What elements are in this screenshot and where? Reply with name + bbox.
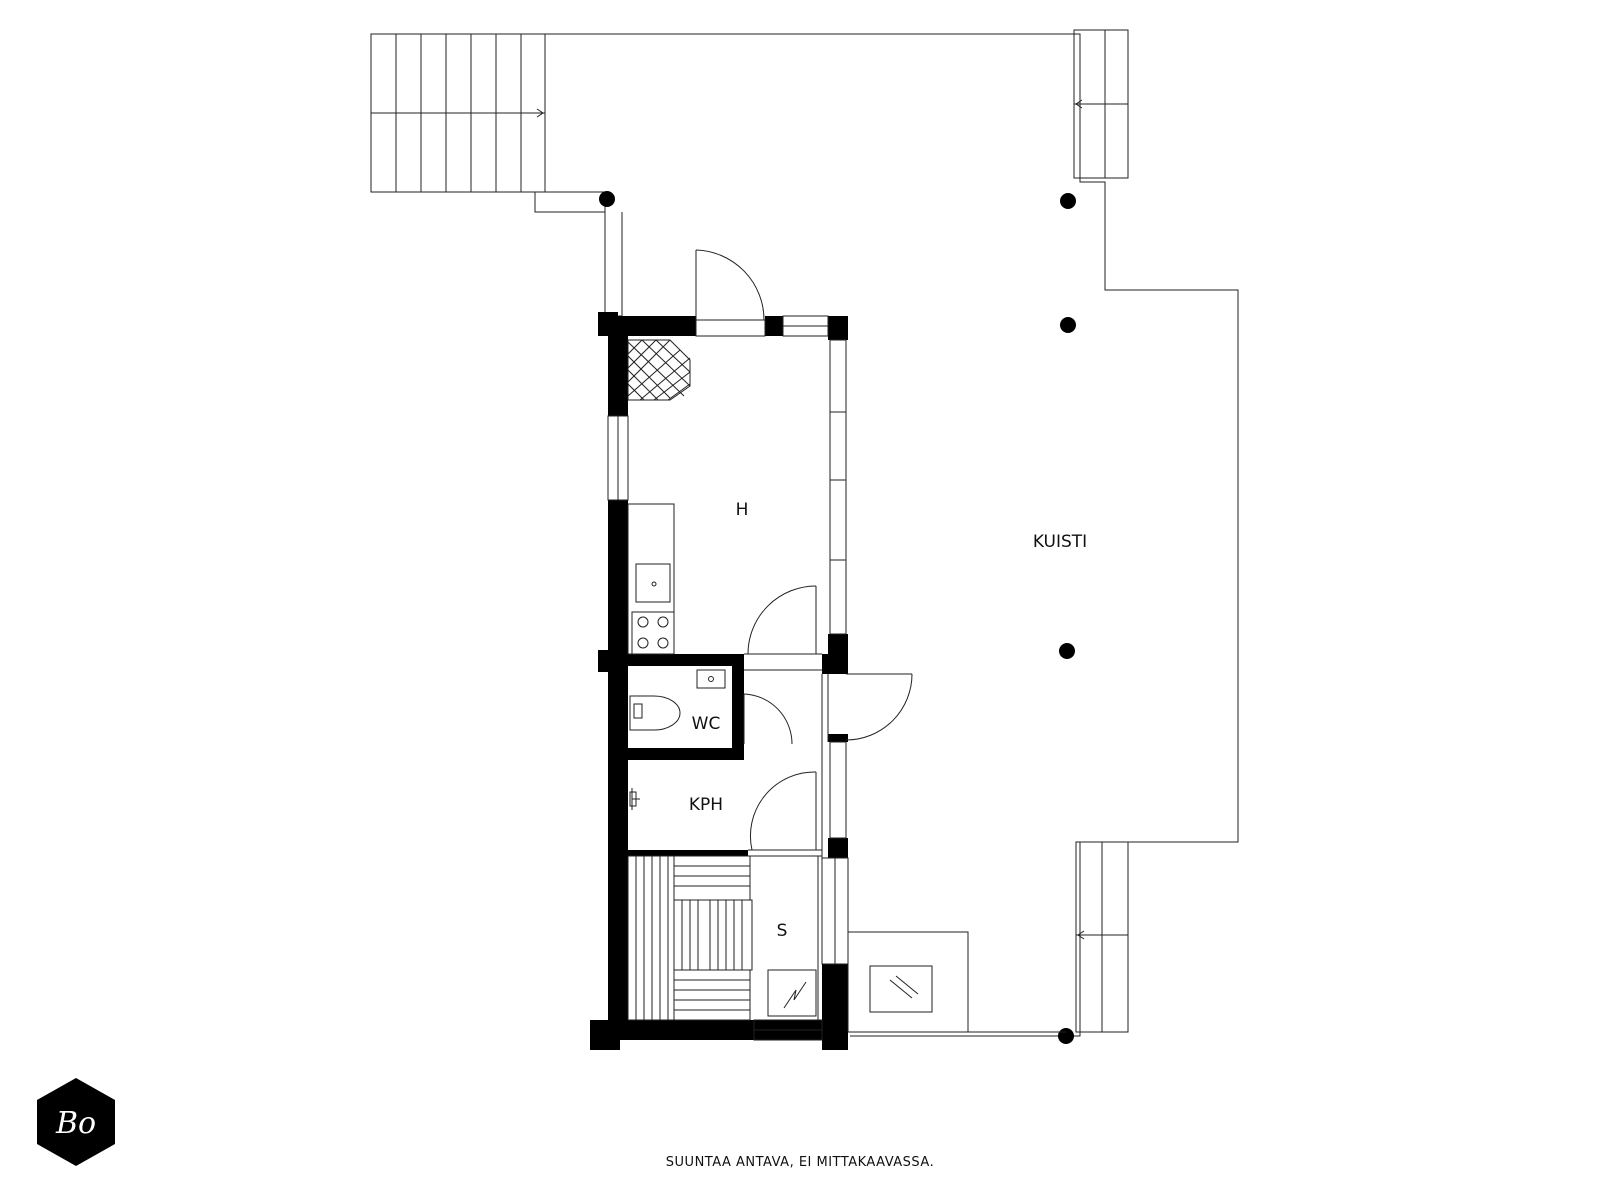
sauna-stove — [767, 969, 817, 1017]
stove — [631, 611, 675, 655]
wc-fixtures — [629, 669, 726, 731]
kitchen — [627, 503, 675, 655]
toilet — [629, 695, 681, 731]
windows — [607, 315, 1066, 1041]
room-label-kuisti: KUISTI — [1033, 532, 1087, 552]
interior-partitions — [744, 653, 829, 1020]
room-label-s: S — [777, 921, 788, 941]
room-label-wc: WC — [692, 714, 721, 734]
shower — [629, 788, 640, 810]
room-label-h: H — [736, 500, 749, 520]
fireplace — [627, 339, 691, 401]
room-label-kph: KPH — [689, 795, 723, 815]
stairs-top-right — [1073, 29, 1129, 179]
doors — [695, 249, 913, 851]
stairs-top-left — [370, 33, 546, 193]
stairs-bottom-right — [1075, 841, 1129, 1033]
exterior-walls — [590, 312, 848, 1050]
disclaimer-caption: SUUNTAA ANTAVA, EI MITTAKAAVASSA. — [665, 1155, 935, 1170]
post — [1060, 193, 1076, 209]
logo-text: Bo — [55, 1106, 96, 1141]
post — [599, 191, 615, 207]
interior-walls — [628, 654, 830, 856]
kitchen-sink — [635, 563, 671, 603]
post — [1059, 643, 1075, 659]
porch-outline — [534, 33, 1239, 1037]
wc-sink — [696, 669, 726, 689]
logo: Bo — [37, 1078, 115, 1166]
post — [1058, 1028, 1074, 1044]
sauna-benches — [627, 855, 753, 1021]
post — [1060, 317, 1076, 333]
porch-grill — [847, 931, 969, 1033]
